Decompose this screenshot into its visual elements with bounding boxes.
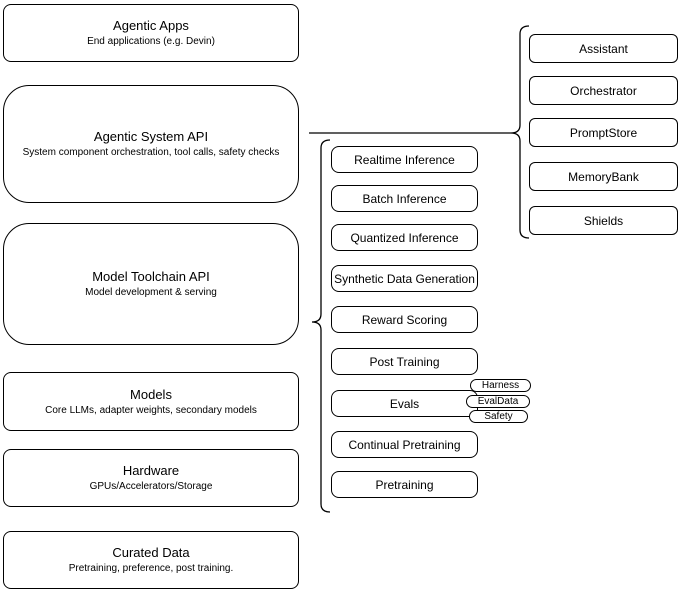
node-reward-scoring: Reward Scoring [331,306,478,333]
node-title: Models [130,386,172,402]
node-subtitle: Pretraining, preference, post training. [68,563,234,574]
node-batch-inference: Batch Inference [331,185,478,212]
node-title: Agentic System API [93,129,209,144]
node-pretraining: Pretraining [331,471,478,498]
tag-safety: Safety [469,410,528,423]
node-memorybank: MemoryBank [529,162,678,191]
node-continual-pretraining: Continual Pretraining [331,431,478,458]
node-model-toolchain-api: Model Toolchain API Model development & … [3,223,299,345]
node-hardware: Hardware GPUs/Accelerators/Storage [3,449,299,507]
node-promptstore: PromptStore [529,118,678,147]
toolchain-bracket [311,139,331,513]
system-bracket [510,25,530,239]
node-agentic-system-api: Agentic System API System component orch… [3,85,299,203]
node-title: Curated Data [112,545,190,560]
node-agentic-apps: Agentic Apps End applications (e.g. Devi… [3,4,299,62]
node-models: Models Core LLMs, adapter weights, secon… [3,372,299,431]
tag-harness: Harness [470,379,531,392]
node-title: Hardware [122,463,180,478]
node-quantized-inference: Quantized Inference [331,224,478,251]
node-subtitle: Model development & serving [85,287,217,298]
node-assistant: Assistant [529,34,678,63]
node-subtitle: System component orchestration, tool cal… [22,147,280,158]
node-subtitle: GPUs/Accelerators/Storage [89,481,213,492]
node-subtitle: Core LLMs, adapter weights, secondary mo… [45,404,257,416]
node-orchestrator: Orchestrator [529,76,678,105]
node-evals: Evals [331,390,478,417]
node-title: Model Toolchain API [92,269,210,284]
tag-evaldata: EvalData [466,395,530,408]
node-subtitle: End applications (e.g. Devin) [87,36,215,47]
node-shields: Shields [529,206,678,235]
node-curated-data: Curated Data Pretraining, preference, po… [3,531,299,589]
node-realtime-inference: Realtime Inference [331,146,478,173]
node-post-training: Post Training [331,348,478,375]
node-synthetic-data-generation: Synthetic Data Generation [331,265,478,292]
node-title: Agentic Apps [113,18,189,33]
